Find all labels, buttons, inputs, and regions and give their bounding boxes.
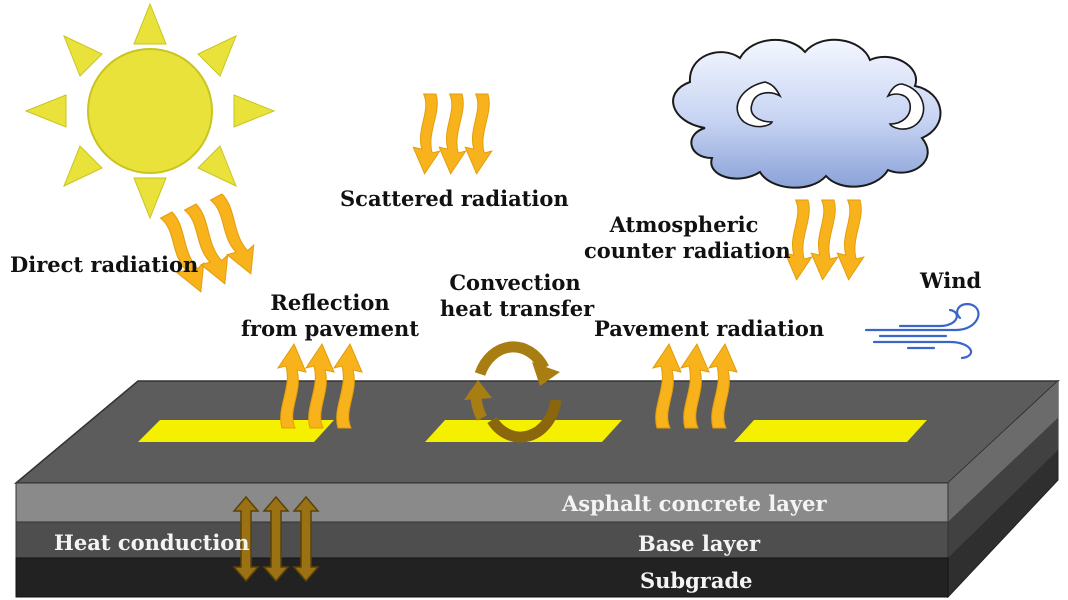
convection-label-line2: heat transfer <box>440 296 595 321</box>
lane-marking <box>734 420 927 442</box>
pavement-right-side-asphalt <box>948 381 1058 522</box>
asphalt-layer-label: Asphalt concrete layer <box>562 491 827 516</box>
lane-marking <box>138 420 334 442</box>
direct-radiation-label: Direct radiation <box>10 252 199 277</box>
sun-icon <box>24 2 276 220</box>
pavement-block <box>13 379 1060 599</box>
convection-label-line1: Convection <box>449 270 581 295</box>
cloud-icon <box>672 38 942 189</box>
lane-markings <box>138 420 927 442</box>
scattered-radiation-arrows <box>412 93 493 175</box>
heat-arrow-icon <box>810 199 839 281</box>
reflection-label-line2: from pavement <box>240 316 420 341</box>
lane-marking <box>425 420 622 442</box>
subgrade-face <box>15 557 949 598</box>
reflection-label-line1: Reflection <box>270 290 390 315</box>
convection-label: Convection heat transfer <box>440 270 595 322</box>
atmospheric-label-line2: counter radiation <box>584 238 791 263</box>
atmospheric-label-line1: Atmospheric <box>609 212 759 237</box>
subgrade-label: Subgrade <box>640 568 753 593</box>
heat-arrow-icon <box>836 199 865 281</box>
asphalt-layer-face <box>15 482 949 523</box>
atmospheric-radiation-label: Atmospheric counter radiation <box>584 212 791 264</box>
wind-icon <box>864 302 980 360</box>
heat-arrow-icon <box>438 93 467 175</box>
heat-conduction-label: Heat conduction <box>54 530 250 555</box>
wind-label: Wind <box>920 268 982 293</box>
scattered-radiation-label: Scattered radiation <box>340 186 569 211</box>
heat-arrow-icon <box>464 93 493 175</box>
base-layer-face <box>15 521 949 559</box>
heat-arrow-icon <box>412 93 441 175</box>
pavement-radiation-label: Pavement radiation <box>594 316 825 341</box>
convection-cycle-icon <box>464 341 562 443</box>
pavement-right-side-base <box>948 418 1058 558</box>
direct-radiation-arrows <box>150 191 266 298</box>
atmospheric-radiation-arrows <box>784 199 865 281</box>
reflection-label: Reflection from pavement <box>240 290 420 342</box>
base-layer-label: Base layer <box>638 531 761 556</box>
